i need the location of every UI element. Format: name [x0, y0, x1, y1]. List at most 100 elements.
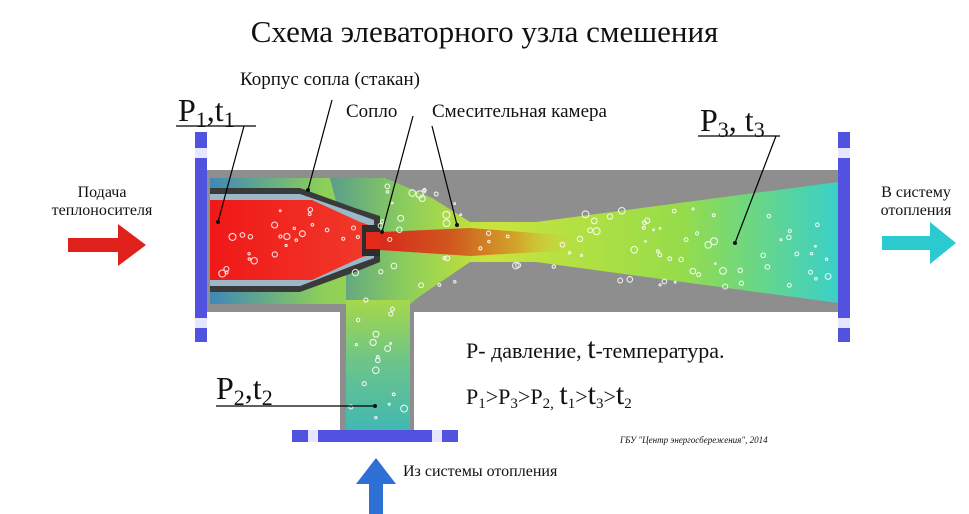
bubble: [391, 392, 396, 397]
bubble: [714, 262, 717, 265]
leader-dots: [216, 188, 737, 408]
left-flange: [195, 132, 207, 342]
bubble: [341, 236, 346, 241]
bubble: [389, 342, 393, 345]
bubble: [737, 267, 743, 274]
bubble: [348, 404, 354, 410]
bubble: [579, 253, 584, 257]
relation-text: P1>P3>P2, t1>t3>t2: [466, 378, 632, 412]
bubble: [661, 278, 668, 285]
bubble: [397, 214, 405, 222]
bubble: [384, 345, 392, 353]
bubble: [421, 189, 427, 194]
bubble: [453, 280, 457, 284]
leader-lines: [176, 99, 780, 407]
bubble: [374, 416, 378, 420]
bubble: [592, 227, 601, 236]
bubble: [696, 272, 702, 278]
bubble: [722, 283, 729, 290]
bubble: [396, 226, 403, 233]
bubble: [384, 183, 391, 190]
bubble: [760, 252, 767, 259]
bubble: [354, 342, 358, 347]
bubble: [433, 191, 439, 197]
bubble: [247, 251, 251, 256]
bubble: [307, 212, 312, 217]
bubble: [691, 207, 695, 211]
bubble: [617, 206, 626, 215]
bubble: [738, 280, 745, 286]
bubble: [442, 255, 447, 261]
bubble: [809, 251, 814, 256]
bubble: [814, 276, 818, 281]
bubble: [813, 244, 817, 248]
bubble: [459, 213, 463, 217]
bubble: [559, 241, 566, 248]
bubble: [292, 226, 297, 231]
bubble: [377, 222, 384, 229]
bubble: [239, 232, 246, 238]
bubble: [361, 381, 367, 387]
bubble: [630, 245, 639, 254]
bubble: [485, 230, 492, 236]
bubble: [418, 194, 426, 203]
bubble: [808, 269, 814, 275]
bubble: [298, 230, 306, 238]
bubble: [400, 404, 409, 413]
bubble: [576, 235, 584, 243]
bubble: [247, 257, 252, 261]
bubble: [655, 249, 660, 254]
bubble: [515, 262, 522, 269]
bubble: [387, 402, 391, 406]
bubble: [408, 189, 417, 197]
bubble: [766, 213, 772, 219]
bubble: [590, 217, 598, 225]
bubble: [387, 236, 393, 243]
credit: ГБУ "Центр энергосбережения", 2014: [620, 435, 768, 445]
param-p1-t1: P1,t1: [178, 92, 235, 132]
bubble: [283, 232, 291, 241]
bubble: [271, 221, 279, 229]
bubble: [371, 366, 380, 375]
bubble: [641, 225, 646, 230]
bubble: [363, 297, 369, 303]
bubble: [247, 234, 254, 240]
bubble: [278, 209, 282, 213]
bubble: [824, 257, 829, 262]
bubble: [587, 227, 594, 234]
bubble: [671, 208, 677, 214]
bubble: [814, 222, 820, 228]
bubble: [652, 228, 656, 232]
bubble: [719, 266, 727, 275]
bubble: [658, 226, 662, 230]
bubble: [250, 256, 258, 265]
bubble: [657, 252, 663, 258]
bubble: [551, 264, 557, 269]
bubble: [644, 217, 651, 224]
right-flange: [838, 132, 850, 342]
jet-stream: [380, 228, 575, 256]
label-supply: Подача теплоносителя: [51, 184, 153, 220]
bubble: [787, 228, 792, 234]
bubble: [673, 280, 677, 284]
bubble: [567, 250, 572, 255]
bubble: [278, 234, 283, 239]
label-nozzle-body: Корпус сопла (стакан): [240, 69, 420, 90]
bubble: [307, 206, 314, 213]
bubble: [487, 239, 491, 244]
bubble: [512, 261, 520, 270]
bubble: [351, 268, 360, 277]
bubble: [437, 282, 442, 287]
bubble: [704, 241, 713, 249]
label-nozzle: Сопло: [346, 101, 398, 122]
bubble: [228, 232, 237, 241]
bubble: [794, 251, 800, 257]
bubble: [372, 330, 380, 338]
bubble: [350, 225, 357, 231]
bubble: [388, 311, 394, 317]
bubble: [786, 234, 792, 241]
bubble: [658, 283, 662, 287]
return-arrow: [356, 458, 396, 514]
bubble: [606, 213, 614, 220]
bubble: [678, 256, 684, 263]
